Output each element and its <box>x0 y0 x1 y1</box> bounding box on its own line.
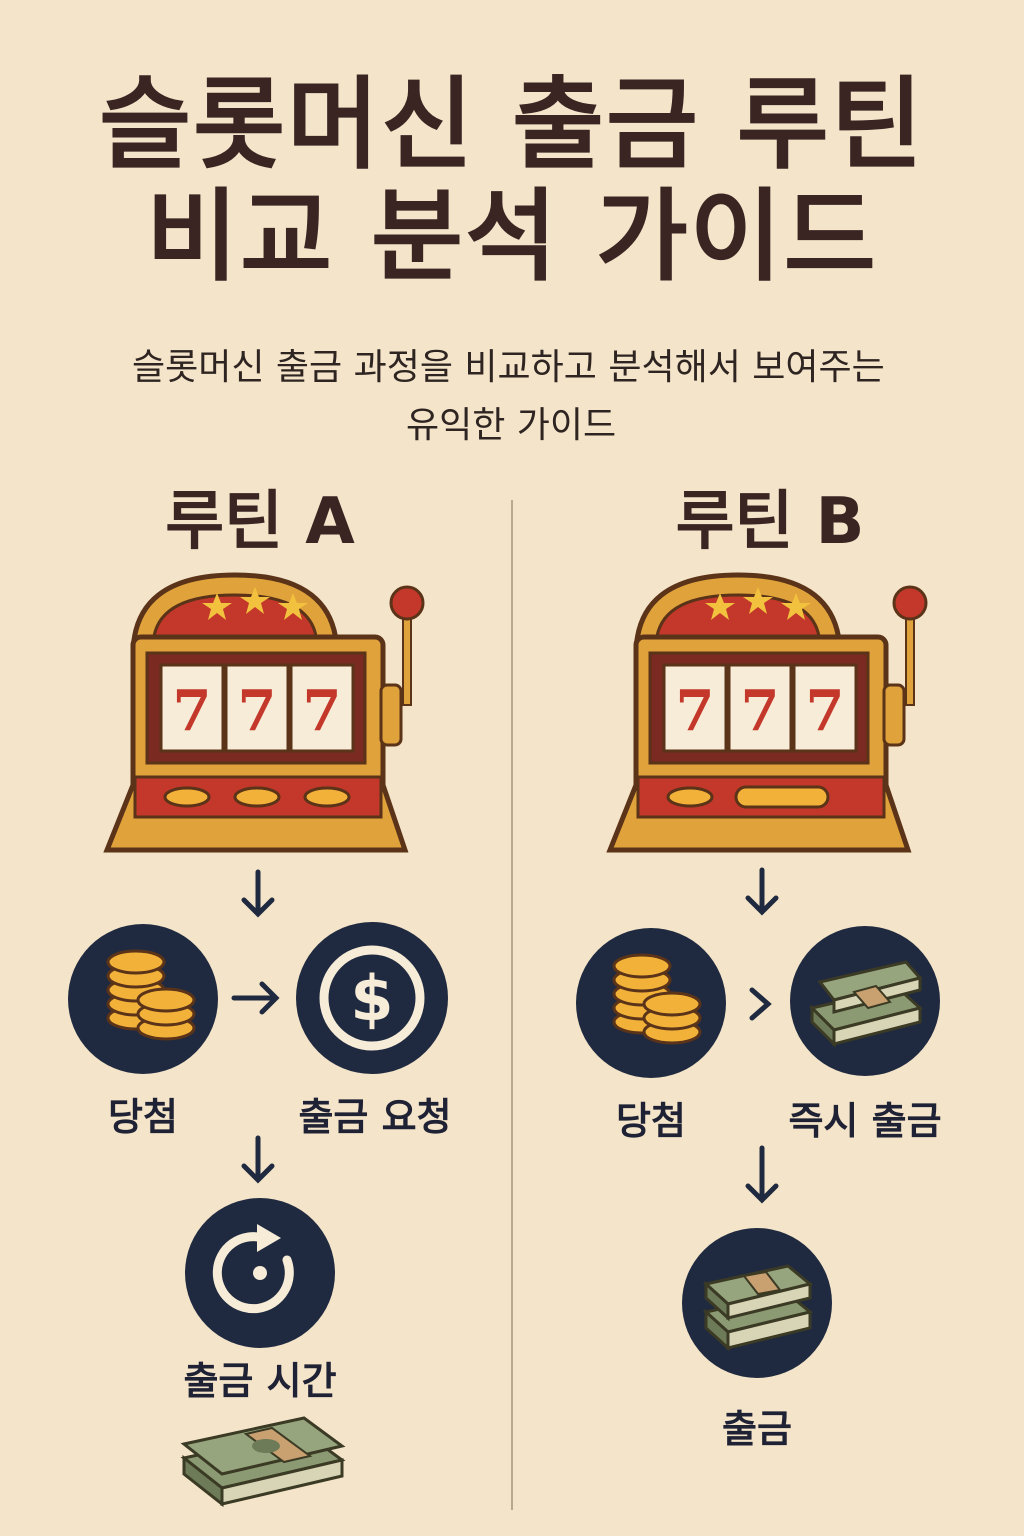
cash-stack-icon <box>682 1228 832 1378</box>
dollar-icon: $ <box>296 922 448 1074</box>
reel-1: 7 <box>676 678 715 744</box>
step-win-label: 당첨 <box>108 1095 178 1139</box>
reel-2: 7 <box>238 678 277 744</box>
coins-icon <box>68 924 218 1074</box>
arrow-down-icon <box>744 1145 780 1210</box>
slot-machine-icon: 7 7 7 <box>606 565 928 855</box>
arrow-down-icon <box>240 869 276 924</box>
step-instant-label: 즉시 출금 <box>788 1099 942 1143</box>
page-title-line2: 비교 분석 가이드 <box>146 178 878 295</box>
arrow-right-icon <box>742 986 778 1026</box>
step-request-label: 출금 요청 <box>298 1095 452 1139</box>
subtitle-line1: 슬롯머신 출금 과정을 비교하고 분석해서 보여주는 <box>132 347 885 388</box>
subtitle-line2: 유익한 가이드 <box>406 405 617 446</box>
cash-stack-icon <box>176 1408 346 1508</box>
reel-1: 7 <box>173 678 212 744</box>
page-title-line1: 슬롯머신 출금 루틴 <box>99 66 925 183</box>
coins-icon <box>576 928 726 1078</box>
routine-a-heading: 루틴 A <box>165 485 355 559</box>
reel-3: 7 <box>303 678 342 744</box>
refresh-icon <box>185 1198 335 1348</box>
step-withdraw-label: 출금 <box>722 1407 792 1451</box>
step-win-label: 당첨 <box>616 1099 686 1143</box>
cash-stack-icon <box>790 926 940 1076</box>
svg-text:$: $ <box>350 962 393 1035</box>
slot-machine-icon: 7 7 7 <box>103 565 425 855</box>
step-time-label: 출금 시간 <box>183 1359 337 1403</box>
reel-3: 7 <box>806 678 845 744</box>
arrow-down-icon <box>744 867 780 922</box>
reel-2: 7 <box>741 678 780 744</box>
arrow-down-icon <box>240 1135 276 1190</box>
routine-b-heading: 루틴 B <box>675 485 865 559</box>
arrow-right-icon <box>231 980 284 1020</box>
column-divider <box>511 500 513 1510</box>
